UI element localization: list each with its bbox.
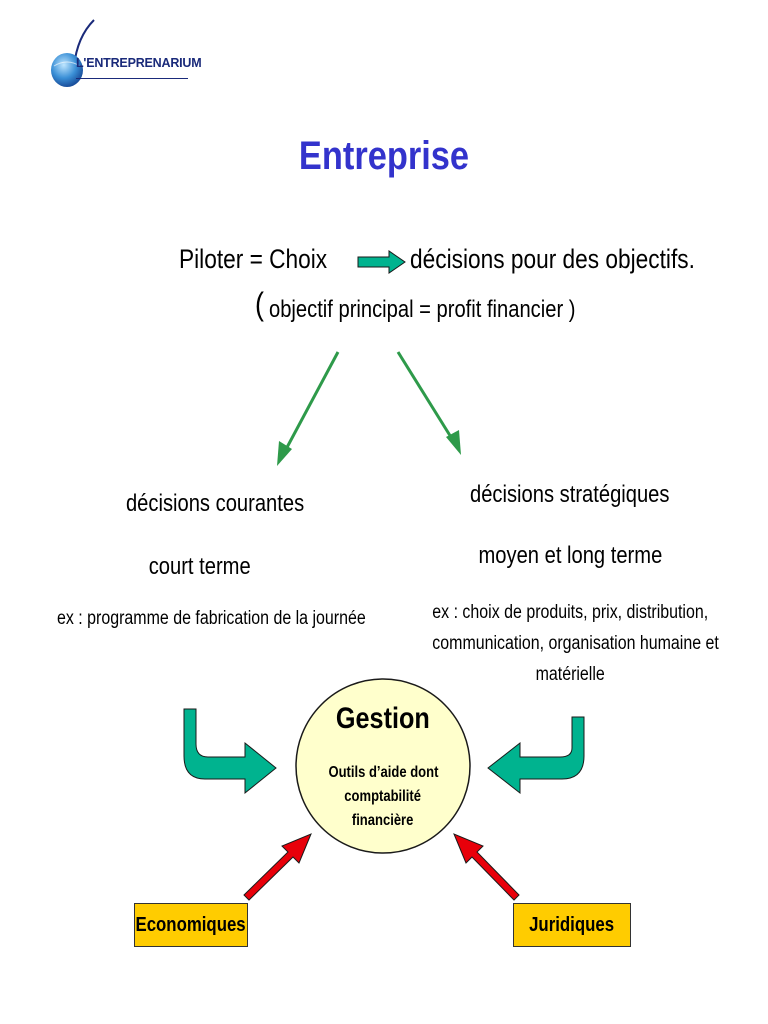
- paren-open: (: [255, 286, 264, 322]
- curved-arrows: [183, 708, 585, 795]
- gestion-circle: [295, 678, 471, 854]
- left-branch-example: ex : programme de fabrication de la jour…: [57, 608, 366, 629]
- gestion-line: financière: [352, 812, 414, 829]
- right-branch-arrow-icon: [396, 351, 461, 455]
- right-arrow-icon: [357, 250, 406, 274]
- right-red-arrow-icon: [453, 833, 520, 901]
- left-curved-arrow-icon: [183, 708, 277, 795]
- main-line-sub: objectif principal = profit financier ): [269, 296, 576, 323]
- gestion-line: Outils d’aide dont: [328, 764, 438, 781]
- right-branch-example-line: matérielle: [535, 664, 605, 685]
- right-branch-title: décisions stratégiques: [470, 481, 670, 508]
- logo: L'ENTREPRENARIUM: [40, 18, 202, 93]
- main-line-left: Piloter = Choix: [179, 244, 328, 274]
- main-line-right: décisions pour des objectifs.: [410, 244, 695, 274]
- logo-globe-icon: [51, 19, 95, 87]
- economiques-label: Economiques: [135, 913, 247, 936]
- economiques-box: Economiques: [134, 903, 248, 947]
- page-title: Entreprise: [298, 134, 470, 178]
- right-branch-example: ex : choix de produits, prix, distributi…: [405, 598, 735, 691]
- juridiques-label: Juridiques: [529, 913, 615, 936]
- logo-text: L'ENTREPRENARIUM: [76, 56, 202, 70]
- gestion-title: Gestion: [336, 702, 430, 735]
- left-branch-title: décisions courantes: [125, 490, 305, 517]
- left-red-arrow-icon: [243, 833, 312, 901]
- left-branch: décisions courantes: [60, 490, 370, 518]
- red-arrows: [243, 833, 520, 901]
- left-branch-term: court terme: [149, 553, 251, 580]
- logo-underline: [76, 78, 188, 79]
- left-branch-arrow-icon: [277, 351, 340, 466]
- right-branch-example-line: ex : choix de produits, prix, distributi…: [432, 602, 708, 623]
- branch-arrows: [277, 351, 461, 466]
- right-branch-term: moyen et long terme: [478, 542, 662, 569]
- gestion-description: Outils d’aide dont comptabilité financiè…: [293, 761, 473, 833]
- gestion-line: comptabilité: [344, 788, 422, 805]
- juridiques-box: Juridiques: [513, 903, 631, 947]
- right-curved-arrow-icon: [487, 716, 585, 795]
- right-branch-example-line: communication, organisation humaine et: [432, 633, 719, 654]
